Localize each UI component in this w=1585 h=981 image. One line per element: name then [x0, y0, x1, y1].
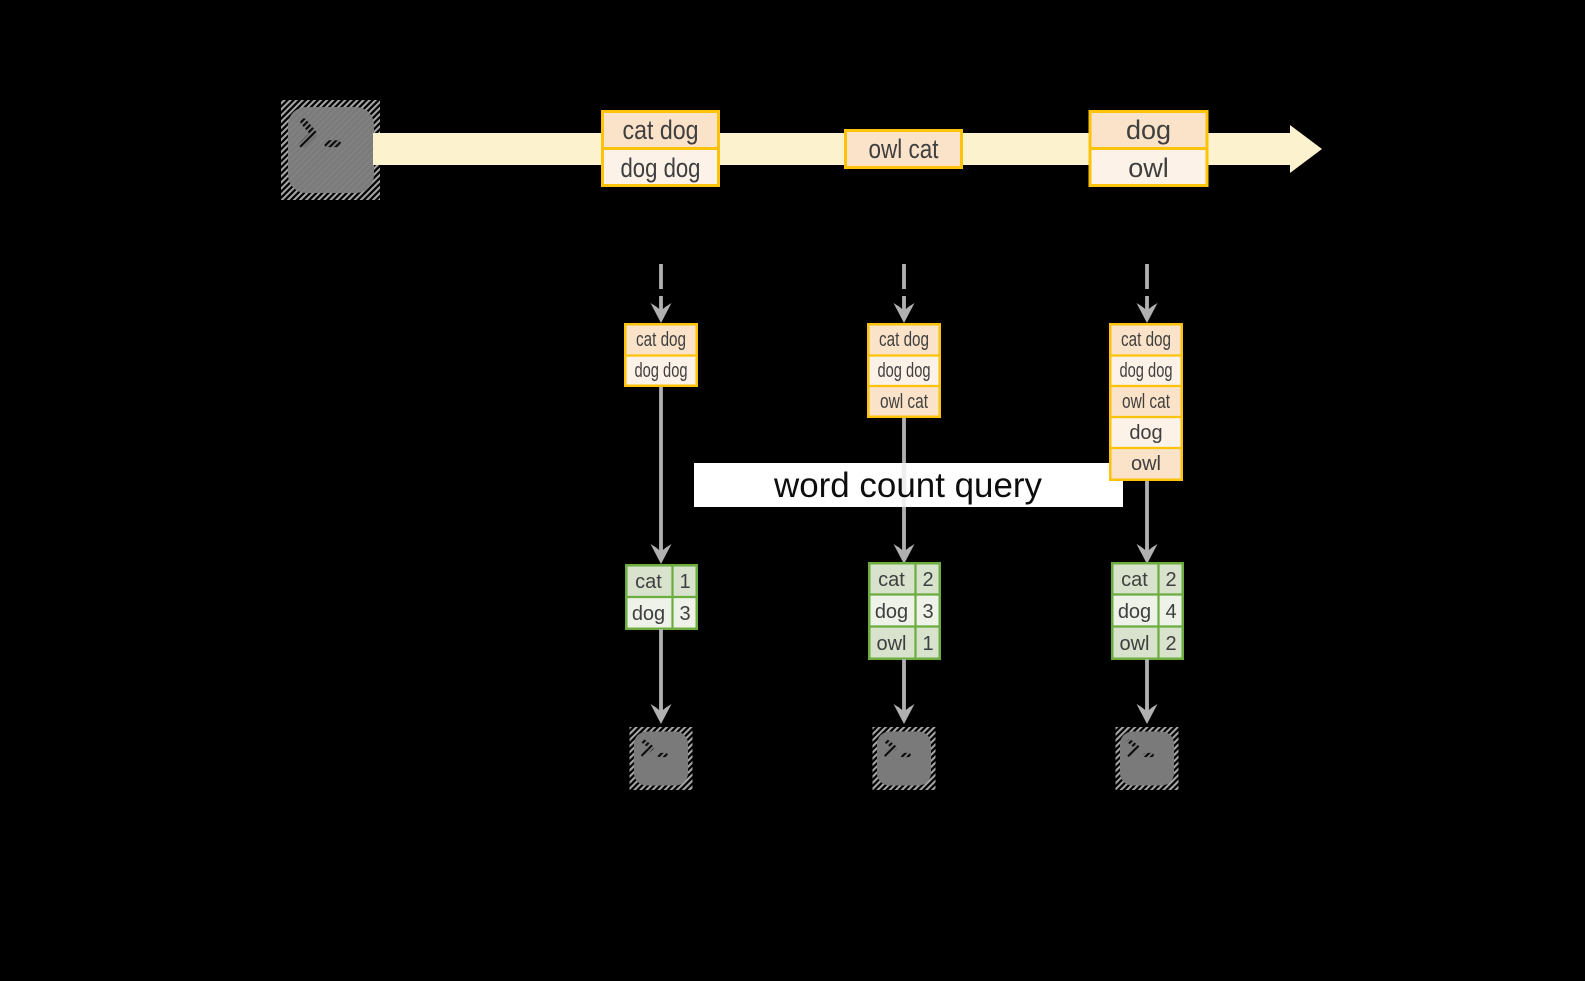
svg-text:2: 2: [1165, 569, 1176, 591]
svg-text:cat: cat: [1121, 569, 1148, 591]
svg-text:1: 1: [679, 571, 690, 593]
svg-text:dog dog: dog dog: [878, 360, 931, 382]
svg-text:owl cat: owl cat: [869, 134, 939, 164]
svg-text:cat: cat: [635, 571, 662, 593]
svg-text:dog dog: dog dog: [635, 360, 688, 382]
svg-text:owl cat: owl cat: [880, 391, 928, 413]
svg-text:3: 3: [679, 603, 690, 625]
svg-text:owl: owl: [1131, 453, 1161, 475]
svg-text:dog: dog: [1126, 115, 1171, 145]
svg-text:dog: dog: [1129, 422, 1162, 444]
svg-text:2: 2: [1165, 633, 1176, 655]
svg-text:owl: owl: [876, 633, 906, 655]
svg-text:word count query: word count query: [773, 466, 1042, 505]
svg-text:cat dog: cat dog: [636, 329, 686, 351]
svg-text:owl: owl: [1128, 153, 1169, 183]
svg-text:cat dog: cat dog: [879, 329, 929, 351]
svg-text:2: 2: [922, 569, 933, 591]
svg-text:dog dog: dog dog: [1120, 360, 1173, 382]
svg-text:3: 3: [922, 601, 933, 623]
svg-text:dog: dog: [632, 603, 665, 625]
svg-text:4: 4: [1165, 601, 1176, 623]
svg-text:dog dog: dog dog: [621, 153, 701, 183]
svg-text:1: 1: [922, 633, 933, 655]
svg-text:owl cat: owl cat: [1122, 391, 1170, 413]
svg-text:cat dog: cat dog: [623, 115, 699, 145]
svg-text:dog: dog: [1118, 601, 1151, 623]
svg-text:cat dog: cat dog: [1121, 329, 1171, 351]
svg-text:owl: owl: [1119, 633, 1149, 655]
svg-text:dog: dog: [875, 601, 908, 623]
svg-text:cat: cat: [878, 569, 905, 591]
